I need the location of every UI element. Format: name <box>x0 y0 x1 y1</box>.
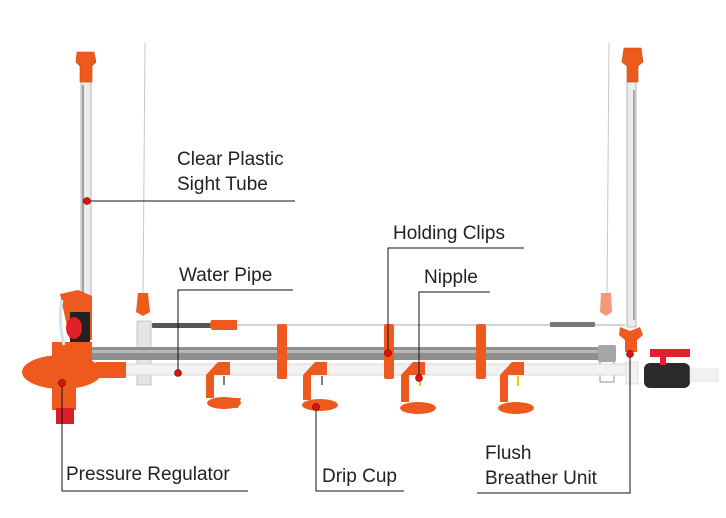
sight-tube-cap-left <box>75 51 97 83</box>
label-pressure-regulator: Pressure Regulator <box>66 464 230 485</box>
pointer-dot-sight-tube <box>83 197 91 205</box>
suspension-wire-right <box>606 42 610 301</box>
callout-line-water-pipe <box>177 289 293 372</box>
pointer-dot-flush-breather <box>626 350 634 358</box>
label-flush-line1: Flush <box>485 443 532 464</box>
pointer-dot-pressure-regulator <box>58 379 66 387</box>
hanger-left <box>136 293 150 316</box>
turnbuckle-left <box>210 320 237 330</box>
callout-line-drip-cup <box>315 407 404 492</box>
flush-breather-unit <box>619 327 643 385</box>
sight-tube-right <box>621 47 644 328</box>
support-profile <box>119 363 631 376</box>
label-drip-cup: Drip Cup <box>322 466 397 487</box>
holding-clip <box>476 324 486 379</box>
water-pipe <box>90 347 615 360</box>
pressure-regulator <box>22 290 126 424</box>
drip-cup <box>498 362 534 414</box>
pointer-dot-nipple <box>415 374 423 382</box>
label-sight-tube-line2: Sight Tube <box>177 174 268 195</box>
pointer-dot-drip-cup <box>312 403 320 411</box>
ball-valve <box>644 349 719 388</box>
pointer-dot-water-pipe <box>174 369 182 377</box>
pointer-dot-holding-clips <box>384 349 392 357</box>
label-flush-line2: Breather Unit <box>485 468 597 489</box>
callout-line-nipple <box>418 291 490 378</box>
drip-cup <box>206 362 241 409</box>
hanger-right <box>600 293 612 316</box>
holding-clip <box>277 324 287 379</box>
label-sight-tube-line1: Clear Plastic <box>177 149 284 170</box>
label-water-pipe: Water Pipe <box>179 265 273 286</box>
label-holding-clips: Holding Clips <box>393 223 505 244</box>
sight-tube-cap-right <box>621 47 644 83</box>
drip-cup <box>302 362 338 411</box>
callout-line-pressure-regulator <box>61 383 248 492</box>
tension-spring-left <box>152 323 212 328</box>
label-nipple: Nipple <box>424 267 478 288</box>
tension-spring-right <box>550 322 595 327</box>
sight-tube-left <box>75 51 97 323</box>
callout-line-holding-clips <box>387 247 524 352</box>
suspension-wire-left <box>142 42 146 301</box>
callout-line-flush-breather <box>477 353 631 494</box>
